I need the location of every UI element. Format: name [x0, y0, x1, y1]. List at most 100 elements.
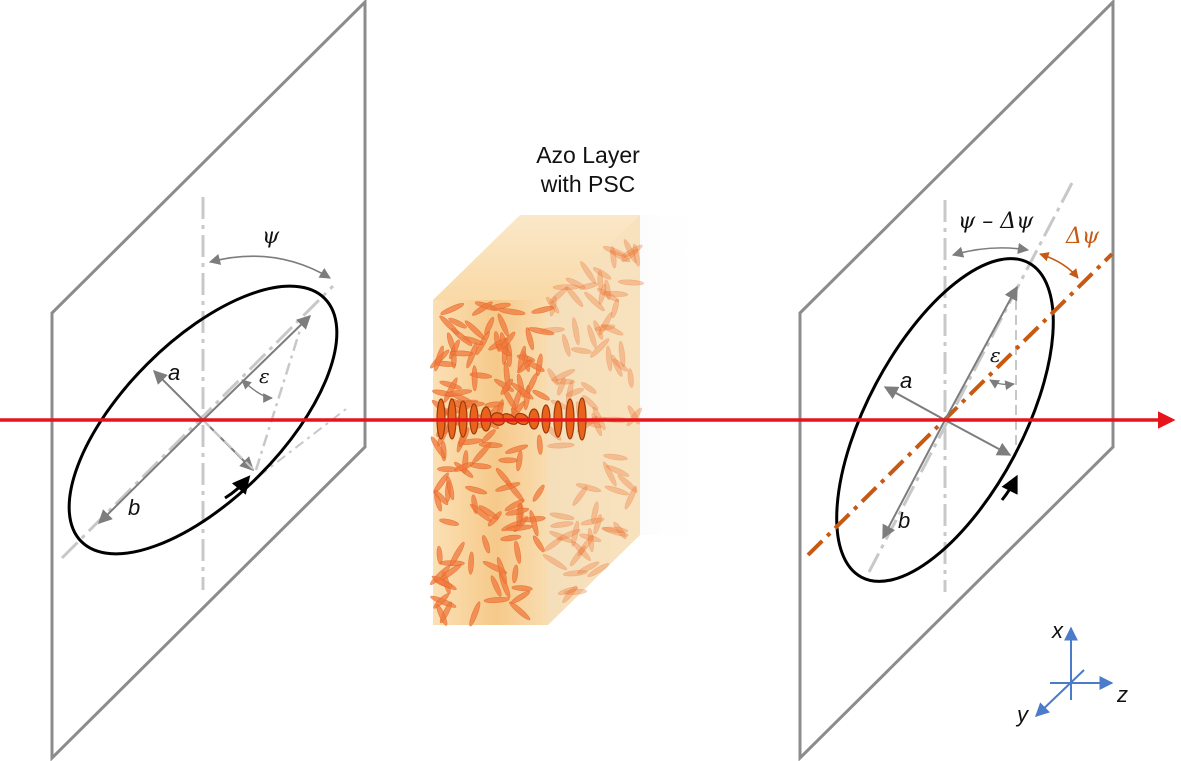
left-plane-frame	[50, 0, 367, 761]
coord-y-label: y	[1015, 702, 1030, 727]
azo-molecule	[433, 489, 449, 506]
azo-molecule	[482, 535, 491, 554]
azo-molecule	[571, 520, 580, 547]
right-vector-upper	[944, 285, 1018, 421]
azo-molecule	[446, 475, 455, 501]
azo-molecule	[572, 541, 591, 561]
azo-molecule	[611, 298, 619, 319]
azo-molecule	[526, 372, 538, 394]
azo-molecule	[575, 483, 602, 493]
azo-molecule	[510, 590, 531, 604]
right-polarization-plane: ψ – Δψ Δψ ε a b	[798, 0, 1115, 761]
azo-molecule	[605, 345, 613, 372]
azo-molecule	[572, 485, 588, 506]
azo-molecule	[570, 347, 592, 354]
azo-molecule	[617, 474, 638, 493]
azo-molecule	[496, 556, 507, 585]
left-psi-label: ψ	[262, 224, 280, 249]
azo-molecule	[532, 389, 550, 401]
azo-molecule	[430, 436, 446, 459]
azo-molecule	[498, 457, 518, 464]
azo-molecule	[552, 284, 580, 291]
azo-molecule	[509, 601, 531, 621]
azo-molecule	[440, 303, 465, 315]
azo-molecule	[598, 312, 613, 336]
azo-molecule	[556, 529, 581, 541]
azo-molecule	[580, 261, 597, 284]
azo-molecule	[549, 512, 575, 521]
azo-molecule	[517, 359, 532, 374]
azo-molecule	[505, 444, 529, 454]
coord-z-label: z	[1116, 682, 1128, 707]
azo-molecule	[498, 308, 526, 316]
azo-molecule	[483, 596, 510, 604]
azo-molecule	[549, 296, 557, 317]
azo-molecule	[434, 345, 444, 372]
azo-molecule	[620, 244, 643, 259]
azo-molecule	[605, 464, 630, 477]
azo-molecule	[580, 517, 605, 526]
azo-molecule	[439, 315, 460, 335]
azo-molecule	[529, 510, 539, 537]
azo-molecule	[578, 282, 599, 290]
left-ellipse-direction-arrow	[224, 475, 251, 500]
left-epsilon-angle-arc	[241, 379, 273, 403]
azo-molecule	[624, 485, 637, 510]
left-epsilon-dashed	[258, 408, 347, 477]
coord-x-label: x	[1051, 618, 1064, 643]
azo-molecule	[481, 429, 496, 443]
right-rotated-axis-dashed	[806, 252, 1114, 557]
azo-molecule	[593, 514, 602, 535]
azo-molecule	[587, 527, 594, 553]
right-dpsi-arc	[1039, 252, 1079, 279]
azo-molecule	[557, 377, 566, 396]
right-polarization-ellipse	[835, 257, 1055, 583]
azo-molecule	[436, 545, 443, 565]
azo-molecule	[547, 368, 559, 386]
azo-molecule	[590, 338, 610, 358]
azo-molecule	[478, 505, 499, 520]
right-psi-dpsi-arc	[951, 242, 1030, 258]
layer-title-line1: Azo Layer	[536, 142, 640, 168]
azo-molecule	[610, 246, 617, 269]
azo-molecule	[512, 564, 519, 584]
left-psi-angle-arc	[208, 254, 331, 279]
coordinate-axes: x z y	[1015, 618, 1128, 727]
azo-molecule	[505, 507, 530, 516]
azo-molecule	[604, 279, 611, 300]
right-epsilon-angle-arc	[989, 379, 1015, 391]
azo-molecule	[511, 585, 533, 592]
azo-molecule	[617, 279, 645, 286]
azo-molecule	[439, 518, 460, 526]
azo-molecule	[548, 287, 568, 304]
left-vector-upper	[202, 315, 312, 421]
right-a-label: a	[900, 368, 912, 393]
azo-molecule	[587, 324, 597, 349]
azo-molecule	[565, 277, 586, 289]
right-dpsi-label: Δψ	[1065, 224, 1100, 249]
azo-molecule	[525, 327, 534, 351]
azo-molecule	[591, 501, 599, 524]
azo-molecule	[472, 301, 493, 316]
azo-molecule	[484, 316, 495, 336]
azo-molecule	[551, 368, 576, 382]
left-major-axis-dashed	[60, 284, 335, 560]
right-epsilon-label: ε	[990, 343, 1001, 367]
layer-title-line2: with PSC	[540, 171, 636, 197]
azo-molecule	[602, 245, 627, 257]
azo-molecule	[531, 306, 555, 314]
right-b-label: b	[898, 508, 910, 533]
left-b-label: b	[128, 495, 140, 520]
azo-molecule	[449, 541, 465, 567]
azo-molecule	[557, 586, 579, 596]
azo-molecule	[579, 533, 602, 543]
azo-molecule	[547, 442, 575, 449]
azo-molecule	[500, 378, 514, 395]
azo-molecule	[561, 334, 571, 357]
azo-molecule	[449, 350, 474, 357]
right-vector-lower	[944, 419, 1012, 456]
azo-molecule	[623, 239, 637, 264]
azo-molecule	[597, 270, 604, 291]
azo-molecule	[500, 331, 516, 350]
left-epsilon-guide	[254, 329, 302, 471]
